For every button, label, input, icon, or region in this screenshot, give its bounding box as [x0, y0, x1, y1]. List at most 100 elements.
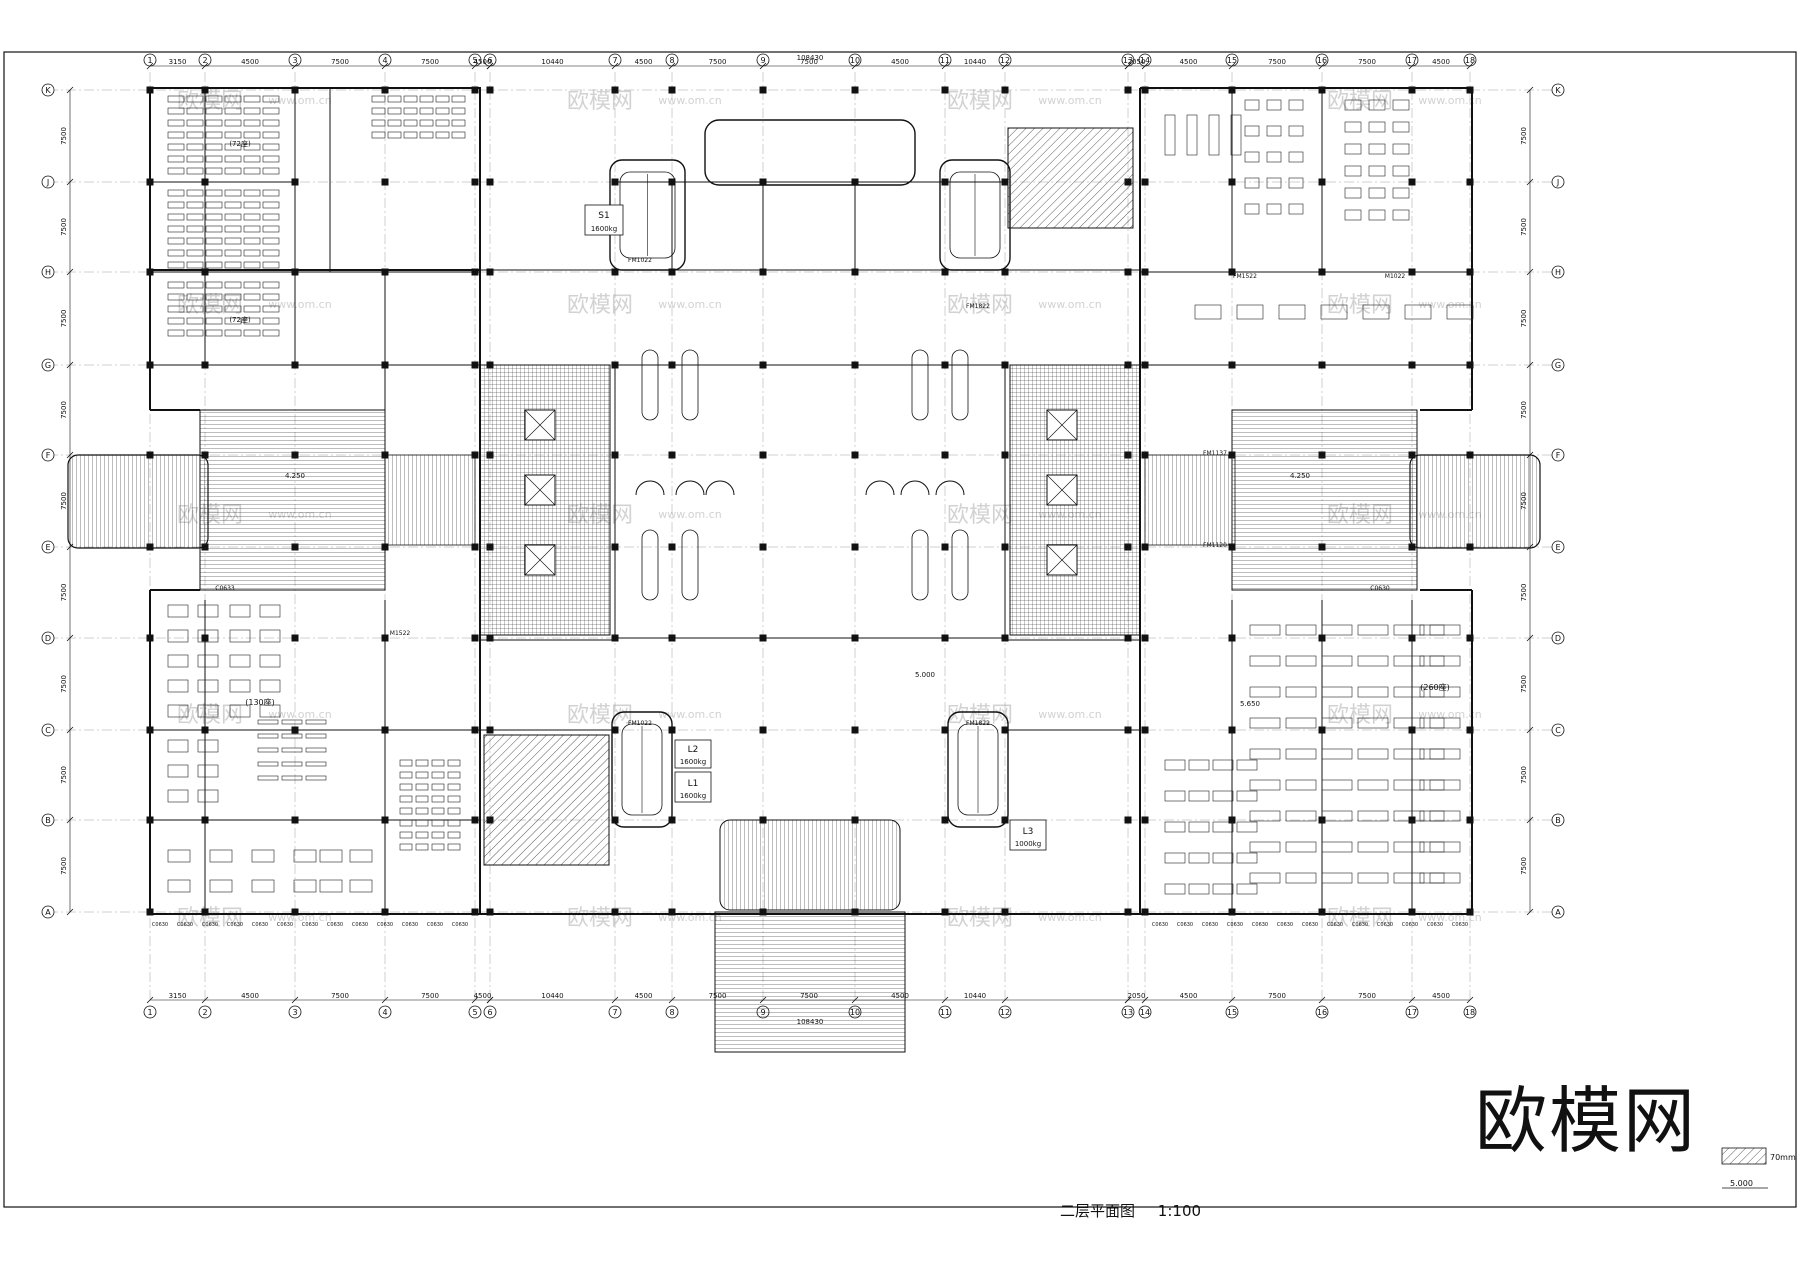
classroom-desk	[224, 155, 242, 163]
door-tag: FM1137	[1203, 450, 1227, 457]
axis-label-B: B	[1555, 816, 1561, 825]
classroom-desk	[224, 261, 242, 269]
structural-column	[486, 634, 494, 642]
dimension-vertical-text: 7500	[1520, 127, 1528, 145]
study-table	[1446, 304, 1474, 320]
curved-bench	[900, 480, 930, 496]
axis-label-3: 3	[292, 1008, 297, 1017]
classroom-desk	[186, 167, 204, 175]
classroom-desk	[167, 317, 185, 325]
dimension-vertical-tick	[1526, 268, 1534, 276]
structural-column	[486, 178, 494, 186]
classroom-desk	[243, 167, 261, 175]
structural-column	[668, 816, 676, 824]
room-label-elevator_l3_cap: 1000kg	[1015, 840, 1041, 848]
dimension-bottom-tick	[1141, 996, 1149, 1004]
axis-label-2: 2	[202, 1008, 207, 1017]
dining-table	[251, 879, 275, 893]
structural-column	[1466, 86, 1474, 94]
dimension-top-tick	[1001, 62, 1009, 70]
dining-table	[1429, 655, 1461, 667]
dimension-top-text: 3150	[169, 58, 187, 66]
classroom-desk	[243, 95, 261, 103]
dimension-vertical-tick	[1526, 726, 1534, 734]
classroom-desk	[262, 225, 280, 233]
dimension-bottom-tick	[486, 996, 494, 1004]
cafe-table	[1392, 99, 1410, 111]
classroom-desk	[243, 249, 261, 257]
dining-table	[259, 704, 281, 718]
classroom-desk	[262, 155, 280, 163]
auditorium-seat	[447, 795, 461, 803]
classroom-desk	[243, 155, 261, 163]
classroom-desk	[205, 201, 223, 209]
axis-bubble	[1551, 358, 1565, 372]
cafe-table	[1266, 151, 1282, 163]
dimension-vertical-tick	[66, 908, 74, 916]
window-tag: C0630	[227, 922, 243, 928]
door-tag: FM1822	[966, 720, 990, 727]
dining-table	[1429, 748, 1461, 760]
axis-label-4: 4	[382, 1008, 387, 1017]
dining-table	[1249, 686, 1281, 698]
void-cross	[524, 474, 556, 506]
dimension-top-tick	[1228, 62, 1236, 70]
dimension-vertical-text: 7500	[1520, 310, 1528, 328]
watermark-url: www.om.cn	[658, 911, 721, 924]
classroom-desk	[403, 131, 418, 139]
dimension-top-text: 7500	[709, 58, 727, 66]
window-tag: C0630	[152, 922, 168, 928]
window-tag: C0630	[1277, 922, 1293, 928]
structural-column	[1124, 634, 1132, 642]
classroom-desk	[205, 107, 223, 115]
curved-bench	[865, 480, 895, 496]
dimension-top-tick	[1408, 62, 1416, 70]
dining-table	[167, 604, 189, 618]
axis-label-14: 14	[1140, 56, 1150, 65]
dimension-top-tick	[759, 62, 767, 70]
classroom-desk	[167, 155, 185, 163]
dimension-top-tick	[486, 62, 494, 70]
auditorium-seat	[431, 783, 445, 791]
dimension-top-tick	[668, 62, 676, 70]
classroom-desk	[186, 281, 204, 289]
bench-row	[257, 733, 279, 739]
structural-column	[1124, 268, 1132, 276]
window-tag: C0630	[1402, 922, 1418, 928]
dining-table	[229, 679, 251, 693]
axis-bubble	[665, 1005, 679, 1019]
stair-run	[621, 723, 663, 816]
classroom-desk	[186, 293, 204, 301]
dimension-top-text: 7500	[1358, 58, 1376, 66]
dimension-vertical-text: 7500	[1520, 857, 1528, 875]
library-shelf	[1208, 114, 1220, 156]
dining-table	[197, 654, 219, 668]
dimension-top-tick	[201, 62, 209, 70]
structural-column	[1124, 816, 1132, 824]
auditorium-seat	[431, 795, 445, 803]
door-tag: FM1022	[628, 257, 652, 264]
axis-bubble	[1551, 83, 1565, 97]
void-cross	[1046, 474, 1078, 506]
library-shelf	[1164, 114, 1176, 156]
dimension-top-text: 4500	[891, 58, 909, 66]
classroom-desk	[403, 119, 418, 127]
cafe-table	[1368, 187, 1386, 199]
dimension-top-text: 4500	[474, 58, 492, 66]
structural-column	[1124, 86, 1132, 94]
classroom-desk	[387, 95, 402, 103]
classroom-desk	[186, 261, 204, 269]
classroom-desk	[371, 119, 386, 127]
dimension-bottom-tick	[851, 996, 859, 1004]
axis-label-13: 13	[1123, 1008, 1133, 1017]
classroom-desk	[224, 95, 242, 103]
dining-table	[1393, 810, 1425, 822]
classroom-desk	[205, 225, 223, 233]
dining-table	[1419, 872, 1445, 884]
axis-label-D: D	[1555, 634, 1561, 643]
axis-bubble	[198, 1005, 212, 1019]
dining-table	[1285, 779, 1317, 791]
dimension-top-tick	[1318, 62, 1326, 70]
classroom-desk	[262, 305, 280, 313]
structural-column	[941, 543, 949, 551]
